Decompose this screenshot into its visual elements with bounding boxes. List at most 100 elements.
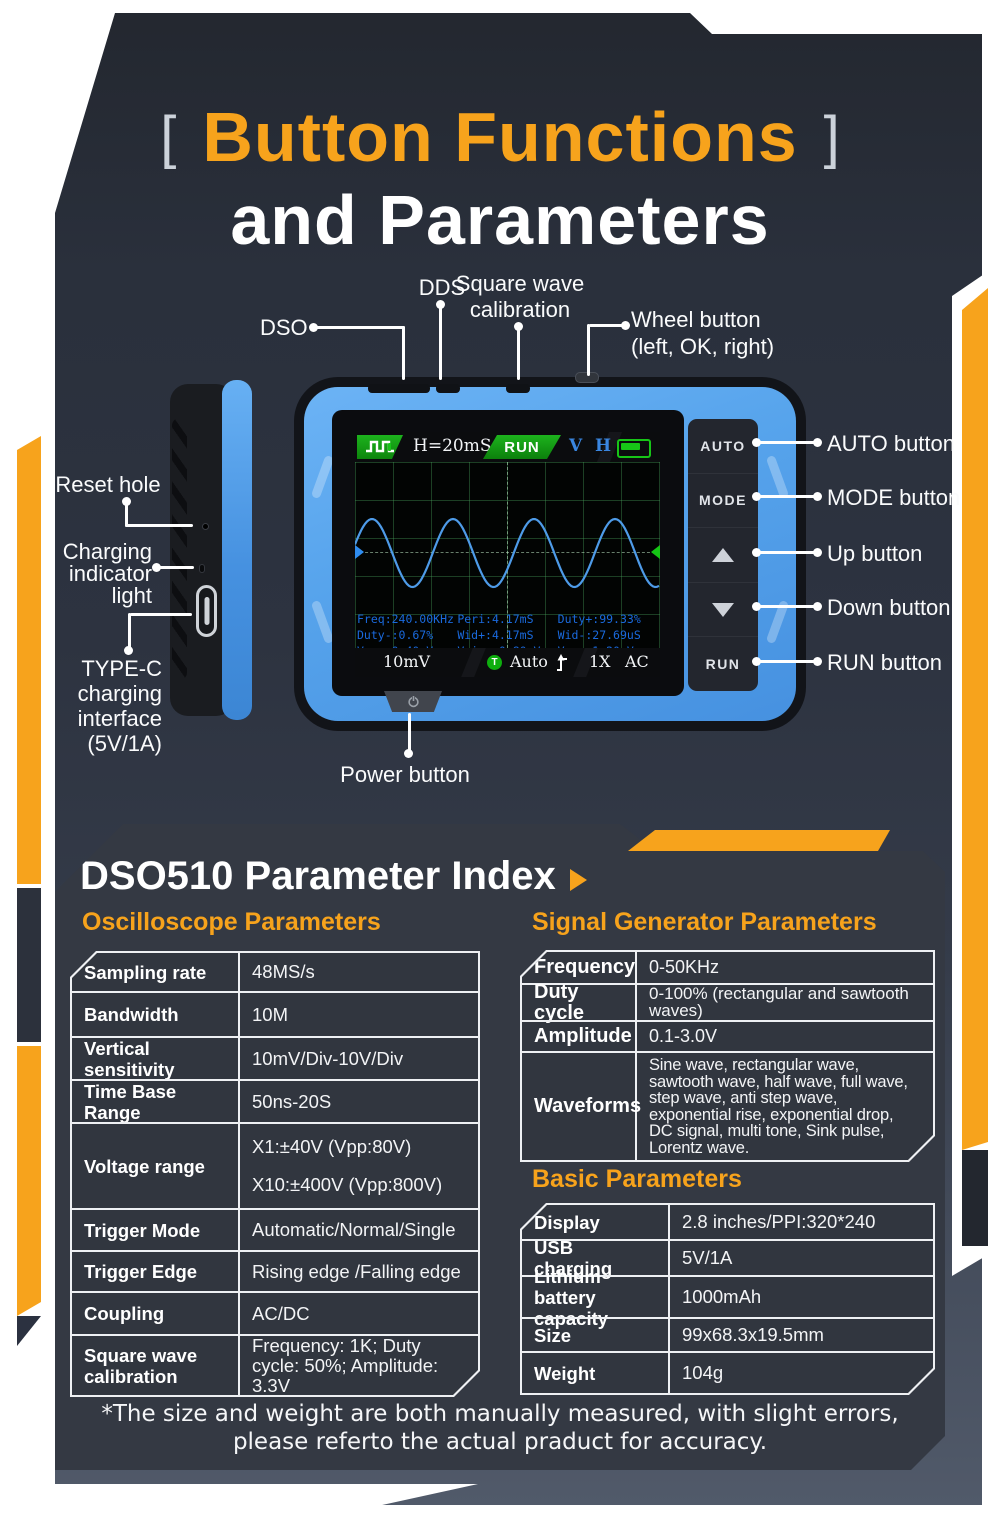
table-row-label: USB charging [522, 1239, 670, 1275]
callout-mode-line [758, 495, 818, 498]
callout-run-line [758, 660, 818, 663]
rising-edge-icon [557, 654, 567, 671]
callout-typec-line [130, 613, 192, 616]
bottombar-separator [461, 648, 486, 677]
type-c-port[interactable] [196, 585, 217, 637]
callout-reset-line [125, 524, 193, 527]
meas-duty-plus: Duty+:99.33% [557, 612, 641, 626]
callout-down-dot [752, 602, 761, 611]
table-row-label: Duty cycle [522, 983, 637, 1020]
table-row-value: AC/DC [240, 1291, 478, 1334]
callout-typec-line2: charging [77, 681, 162, 706]
screen-status-bar: H=20mS RUN V H [355, 432, 660, 462]
table-row-label: Trigger Edge [72, 1250, 240, 1291]
basic-parameters-table: Display 2.8 inches/PPI:320*240 USB charg… [520, 1203, 935, 1395]
callout-auto-line [758, 441, 818, 444]
square-wave-logo-icon [357, 435, 403, 459]
battery-icon [617, 439, 651, 458]
callout-reset-hole: Reset hole [55, 472, 161, 497]
callout-auto-button: AUTO button [827, 431, 955, 456]
basic-parameters-heading: Basic Parameters [532, 1165, 742, 1193]
sine-waveform [355, 517, 660, 589]
coupling-label: AC [625, 652, 649, 671]
device-auto-button[interactable]: AUTO [700, 437, 746, 454]
title-bracket-open: [ [160, 104, 177, 170]
callout-down-line [758, 605, 818, 608]
callout-dso: DSO [260, 315, 308, 340]
callout-power-dot [404, 749, 413, 758]
callout-up-dot [752, 548, 761, 557]
callout-typec-line1: TYPE-C [81, 656, 162, 681]
device-side-blue-edge [222, 380, 252, 720]
table-row-label: Square wave calibration [72, 1334, 240, 1396]
callout-auto-dot2 [813, 438, 822, 447]
page-subtitle: and Parameters [230, 181, 770, 259]
table-row-label: Bandwidth [72, 991, 240, 1036]
callout-typec-dot [124, 646, 133, 655]
meas-wid-plus: Wid+:4.17mS [457, 628, 534, 642]
callout-up-line [758, 551, 818, 554]
callout-dso-line [313, 326, 405, 329]
volts-per-div: 10mV [383, 652, 431, 671]
table-row-value: 10mV/Div-10V/Div [240, 1036, 478, 1079]
oscilloscope-parameters-heading: Oscilloscope Parameters [82, 908, 381, 936]
callout-down-button: Down button [827, 595, 951, 620]
table-row-label: Coupling [72, 1291, 240, 1334]
run-status-chip: RUN [483, 435, 561, 459]
table-row-value: 0.1-3.0V [637, 1020, 933, 1051]
voltage-range-x10: X10:±400V (Vpp:800V) [252, 1174, 443, 1195]
table-row-label: Frequency [522, 952, 637, 983]
table-row-value: Rising edge /Falling edge [240, 1250, 478, 1291]
measurement-column-2: Peri:4.17mS Wid+:4.17mS Vmin:-0.80mV Vrm… [457, 611, 557, 675]
square-wave-calibration-port[interactable] [506, 384, 530, 393]
attenuation-label: 1X [589, 652, 611, 671]
table-row-value: 50ns-20S [240, 1079, 478, 1122]
parameter-index-title-text: DSO510 Parameter Index [80, 854, 556, 898]
timebase-readout: H=20mS [413, 436, 492, 456]
power-button[interactable] [384, 691, 442, 712]
left-stripe-notch [17, 884, 41, 1046]
device-side-view [170, 378, 258, 722]
dso-port[interactable] [368, 384, 430, 393]
table-row-value: X1:±40V (Vpp:80V) X10:±400V (Vpp:800V) [240, 1122, 478, 1208]
type-c-slot [204, 597, 209, 625]
footnote-line1: *The size and weight are both manually m… [101, 1401, 899, 1427]
device-mode-button[interactable]: MODE [688, 472, 758, 528]
device-run-button[interactable]: RUN [688, 636, 758, 691]
device-down-button[interactable] [688, 581, 758, 637]
callout-run-dot [752, 657, 761, 666]
battery-tip [388, 442, 391, 451]
table-row-label: Amplitude [522, 1020, 637, 1051]
h-cursor-label: H [595, 436, 612, 456]
table-row-label: Trigger Mode [72, 1208, 240, 1250]
callout-charging-indicator: Charging indicator light [40, 541, 152, 607]
callout-dso-line [402, 326, 405, 380]
device-up-button[interactable] [688, 527, 758, 582]
callout-typec-line [128, 613, 131, 649]
table-row-value: 10M [240, 991, 478, 1036]
callout-typec-line3: interface [77, 706, 162, 731]
right-orange-stripe [962, 288, 988, 1150]
table-row-value: 1000mAh [670, 1275, 933, 1317]
callout-run-button: RUN button [827, 650, 942, 675]
grid-center-vertical [507, 462, 508, 648]
table-row-label: Size [522, 1317, 670, 1351]
table-row-label: Display [522, 1205, 670, 1239]
callout-wheel-dot [621, 321, 630, 330]
callout-charging-line1: Charging [62, 539, 152, 564]
dds-port[interactable] [436, 384, 460, 393]
callout-down-dot2 [813, 602, 822, 611]
reset-hole[interactable] [203, 524, 208, 529]
callout-dds: DDS [418, 275, 466, 300]
callout-dds-line [439, 304, 442, 380]
title-main-text: Button Functions [202, 98, 798, 176]
power-icon [407, 696, 419, 708]
callout-wheel-line [587, 324, 590, 376]
table-row-value: 104g [670, 1351, 933, 1393]
callout-charging-line3: light [111, 583, 152, 608]
device-button-panel: AUTO MODE RUN [688, 419, 758, 691]
callout-mode-dot2 [813, 492, 822, 501]
parameter-index-panel: DSO510 Parameter Index Oscilloscope Para… [55, 824, 945, 1470]
oscilloscope-table: Sampling rate 48MS/s Bandwidth 10M Verti… [70, 951, 480, 1397]
table-row-value: 5V/1A [670, 1239, 933, 1275]
